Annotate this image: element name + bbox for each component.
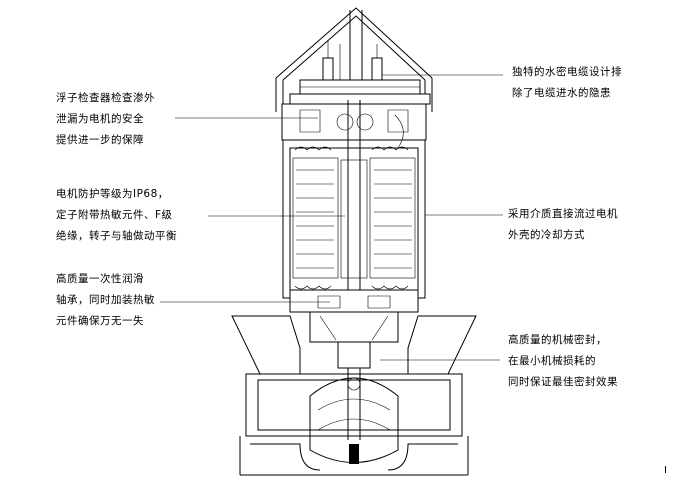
annotation-line: 泄漏为电机的安全 bbox=[56, 113, 144, 125]
upper-bearing-housing bbox=[281, 103, 427, 149]
annotation-line: 高质量一次性润滑 bbox=[56, 273, 144, 285]
annotation-bearing: 高质量一次性润滑 轴承，同时加装热敏 元件确保万无一失 bbox=[56, 269, 155, 332]
annotation-line: 外壳的冷却方式 bbox=[508, 229, 585, 241]
annotation-line: 除了电缆进水的隐患 bbox=[512, 87, 611, 99]
annotation-line: 独特的水密电缆设计排 bbox=[512, 66, 622, 78]
annotation-line: 浮子检查器检查渗外 bbox=[56, 92, 155, 104]
annotation-line: 高质量的机械密封， bbox=[508, 334, 607, 346]
annotation-protection-class: 电机防护等级为IP68， 定子附带热敏元件、F级 绝缘，转子与轴做动平衡 bbox=[56, 184, 177, 247]
annotation-line: 绝缘，转子与轴做动平衡 bbox=[56, 230, 177, 242]
shaft bbox=[347, 100, 361, 440]
annotation-float-detector: 浮子检查器检查渗外 泄漏为电机的安全 提供进一步的保障 bbox=[56, 88, 155, 151]
cable-gland bbox=[289, 40, 431, 105]
motor-housing bbox=[282, 139, 426, 299]
annotation-line: 定子附带热敏元件、F级 bbox=[56, 209, 173, 221]
annotation-line: 电机防护等级为IP68， bbox=[56, 188, 169, 200]
annotation-cable-seal: 独特的水密电缆设计排 除了电缆进水的隐患 bbox=[512, 62, 622, 104]
annotation-line: 提供进一步的保障 bbox=[56, 134, 144, 146]
annotation-line: 采用介质直接流过电机 bbox=[508, 208, 618, 220]
annotation-line: 同时保证最佳密封效果 bbox=[508, 376, 618, 388]
annotation-line: 在最小机械损耗的 bbox=[508, 355, 596, 367]
pump-casing bbox=[231, 315, 477, 476]
annotation-line: 轴承，同时加装热敏 bbox=[56, 294, 155, 306]
annotation-line: 元件确保万无一失 bbox=[56, 315, 144, 327]
annotation-mech-seal: 高质量的机械密封， 在最小机械损耗的 同时保证最佳密封效果 bbox=[508, 330, 618, 393]
annotation-cooling: 采用介质直接流过电机 外壳的冷却方式 bbox=[508, 204, 618, 246]
corner-mark: I bbox=[664, 465, 668, 476]
seal-housing bbox=[289, 289, 419, 369]
leader-lines bbox=[160, 74, 503, 361]
